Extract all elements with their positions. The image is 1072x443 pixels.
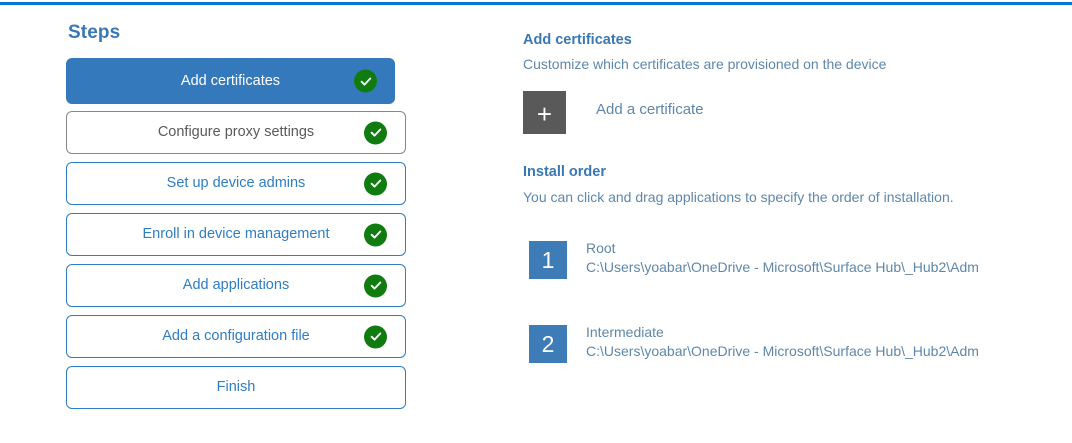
add-certificates-section: Add certificates Customize which certifi… (523, 32, 1063, 135)
order-item-path: C:\Users\yoabar\OneDrive - Microsoft\Sur… (586, 259, 979, 276)
install-order-section: Install order You can click and drag app… (523, 164, 1063, 364)
add-a-certificate-link[interactable]: Add a certificate (596, 101, 704, 119)
order-item-name: Root (586, 240, 616, 257)
check-circle-icon (364, 274, 387, 297)
check-circle-icon (364, 172, 387, 195)
top-accent-rule (0, 2, 1072, 5)
order-item-path: C:\Users\yoabar\OneDrive - Microsoft\Sur… (586, 343, 979, 360)
step-label: Add applications (182, 277, 290, 294)
steps-heading: Steps (68, 22, 121, 43)
step-label: Finish (216, 379, 256, 396)
order-item-name: Intermediate (586, 324, 664, 341)
step-button-1[interactable]: Configure proxy settings (66, 111, 406, 154)
step-button-5[interactable]: Add a configuration file (66, 315, 406, 358)
order-number-badge: 1 (529, 241, 567, 280)
add-certificates-subtitle: Customize which certificates are provisi… (523, 56, 887, 73)
step-button-0[interactable]: Add certificates (66, 58, 395, 104)
add-certificates-heading: Add certificates (523, 32, 632, 48)
order-number-badge: 2 (529, 325, 567, 364)
step-label: Configure proxy settings (157, 124, 315, 141)
add-certificate-row: + Add a certificate (523, 91, 1063, 135)
install-order-heading: Install order (523, 164, 606, 181)
install-order-subtitle: You can click and drag applications to s… (523, 188, 954, 205)
step-button-4[interactable]: Add applications (66, 264, 406, 307)
check-circle-icon (364, 121, 387, 144)
check-circle-icon (354, 69, 377, 93)
check-circle-icon (364, 325, 387, 348)
plus-glyph: + (536, 99, 553, 130)
plus-icon[interactable]: + (523, 91, 566, 135)
detail-panel: Add certificates Customize which certifi… (523, 32, 1063, 409)
step-label: Add certificates (180, 72, 281, 89)
step-label: Add a configuration file (162, 328, 310, 345)
step-button-3[interactable]: Enroll in device management (66, 213, 406, 256)
step-button-2[interactable]: Set up device admins (66, 162, 406, 205)
step-button-6[interactable]: Finish (66, 366, 406, 409)
check-circle-icon (364, 223, 387, 246)
step-label: Enroll in device management (142, 226, 330, 243)
step-label: Set up device admins (166, 175, 306, 192)
